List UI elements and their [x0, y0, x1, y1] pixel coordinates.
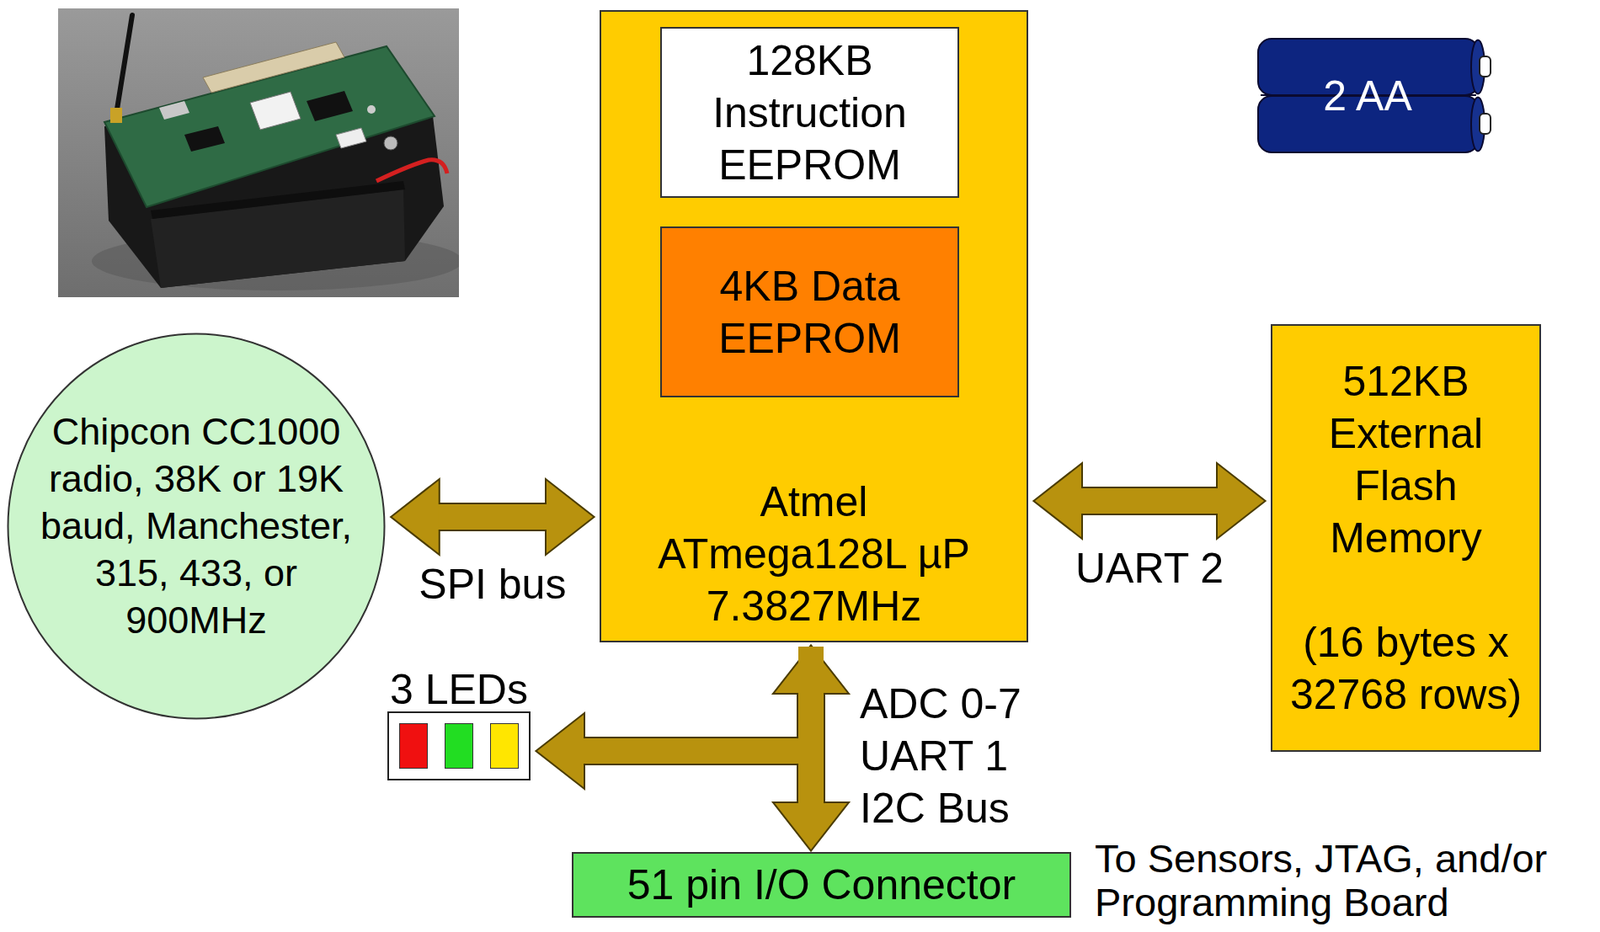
bus-name: UART 2 — [1075, 542, 1224, 595]
circle-shape — [8, 334, 385, 720]
bus-arrow — [537, 646, 811, 788]
node-text: 512KB External Flash Memory — [1287, 355, 1525, 565]
board-chip — [184, 126, 225, 152]
board-connector — [202, 42, 345, 93]
bus-name: SPI bus — [418, 558, 566, 611]
arrow-shaft — [580, 646, 811, 752]
antenna-base — [110, 107, 123, 123]
arrow-shaft — [435, 504, 550, 530]
bus-arrow — [1034, 464, 1264, 538]
battery-seam — [1424, 94, 1477, 96]
arrowhead-outline — [546, 480, 593, 554]
mote-photo — [58, 8, 459, 298]
battery-terminal — [1479, 113, 1491, 134]
flash-box: 512KB External Flash Memory (16 bytes x 3… — [1270, 324, 1542, 752]
arrowhead — [1034, 464, 1082, 538]
arrowhead-outline — [1217, 464, 1264, 538]
connector-bar: 51 pin I/O Connector — [571, 852, 1072, 918]
bus-arrow — [392, 480, 593, 554]
battery-terminal — [1479, 56, 1491, 77]
node-text: 128KB Instruction EEPROM — [673, 34, 946, 192]
node-text: (16 bytes x 32768 rows) — [1287, 616, 1525, 721]
memory-box: 4KB Data EEPROM — [660, 226, 960, 398]
led-lamp — [399, 723, 428, 769]
battery-seam — [1260, 94, 1312, 96]
board-edge — [150, 181, 406, 219]
led-lamp — [444, 723, 474, 769]
arrowhead — [774, 803, 848, 850]
board-button — [367, 105, 376, 114]
arrowhead — [1217, 464, 1264, 538]
node-text: Chipcon CC1000 radio, 38K or 19K baud, M… — [36, 408, 357, 645]
led-lamp — [490, 723, 519, 769]
led-box — [387, 711, 531, 781]
battery-wire — [376, 160, 448, 182]
memory-box: 128KB Instruction EEPROM — [660, 26, 960, 198]
microcontroller-box: Atmel ATmega128L µP 7.3827MHz 128KB Instr… — [599, 10, 1029, 643]
led-group: 3 LEDs — [387, 668, 531, 781]
arrowhead-outline — [392, 480, 439, 554]
chip-label: Atmel ATmega128L µP 7.3827MHz — [645, 475, 983, 633]
node-heading: 3 LEDs — [389, 668, 528, 711]
board-screw — [384, 136, 398, 150]
radio-circle: Chipcon CC1000 radio, 38K or 19K baud, M… — [6, 332, 386, 720]
battery-pair: 2 AA — [1257, 37, 1494, 154]
signal-name: I2C Bus — [859, 782, 1010, 835]
signal-name: UART 1 — [859, 730, 1008, 783]
board-module — [250, 91, 301, 130]
arrowhead-outline — [774, 803, 848, 850]
antenna — [115, 15, 133, 120]
board-plug — [336, 128, 367, 149]
signal-name: ADC 0-7 — [859, 677, 1022, 731]
battery-label: 2 AA — [1322, 69, 1413, 123]
note-text: To Sensors, JTAG, and/or Programming Boa… — [1094, 837, 1592, 925]
arrowhead — [537, 714, 584, 788]
arrowhead-outline — [1034, 464, 1082, 538]
node-text: 51 pin I/O Connector — [627, 858, 1016, 912]
arrow-shaft — [1077, 488, 1222, 514]
arrowhead — [392, 480, 439, 554]
board-chip — [306, 90, 353, 122]
board-part — [159, 101, 190, 120]
arrowhead — [546, 480, 593, 554]
arrowhead-outline — [537, 714, 584, 788]
node-text: 4KB Data EEPROM — [673, 260, 946, 365]
